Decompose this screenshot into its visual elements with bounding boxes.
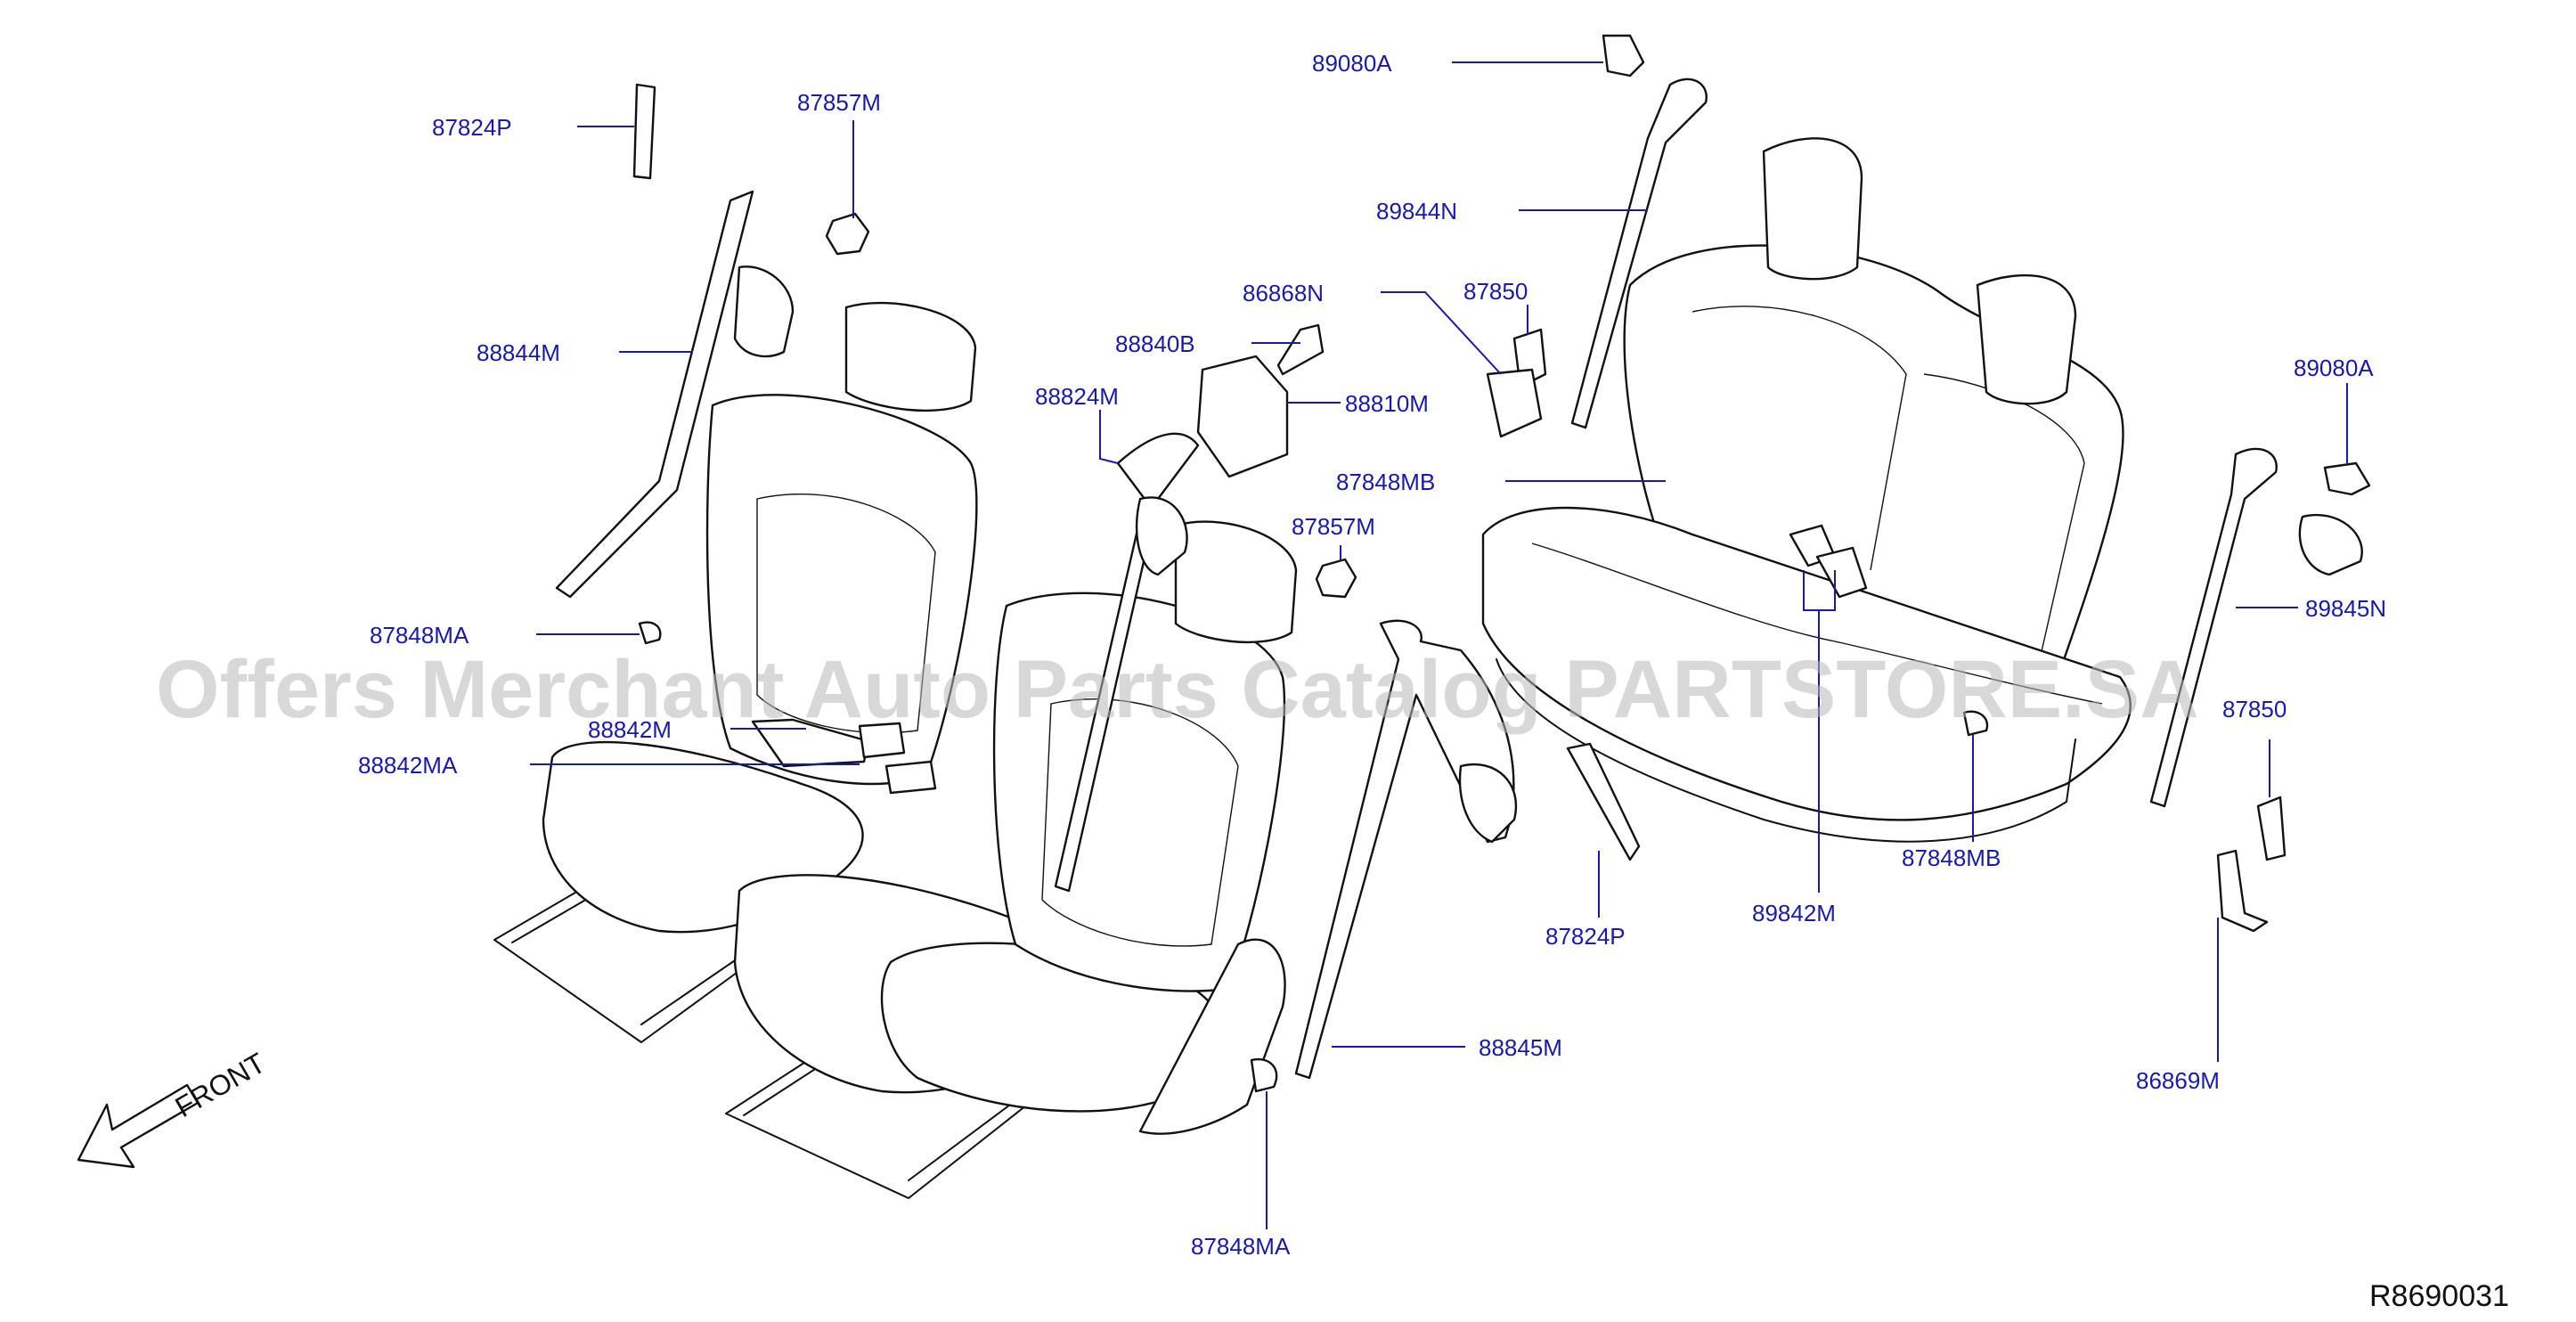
label-89844n[interactable]: 89844N: [1376, 198, 1457, 224]
label-87848mb-right[interactable]: 87848MB: [1902, 845, 2001, 871]
rear-bench-seat-illustration: [1481, 137, 2132, 843]
belt-parts-illustration: [77, 34, 2371, 1169]
label-88840b[interactable]: 88840B: [1115, 330, 1195, 357]
label-87848mb-center[interactable]: 87848MB: [1336, 469, 1435, 495]
leader-lines: [530, 61, 2348, 1229]
label-89080a-right[interactable]: 89080A: [2294, 355, 2374, 381]
watermark-text: Offers Merchant Auto Parts Catalog PARTS…: [156, 644, 2199, 735]
label-87824p-right[interactable]: 87824P: [1545, 923, 1626, 950]
label-86868n[interactable]: 86868N: [1243, 280, 1324, 306]
label-87824p-left[interactable]: 87824P: [432, 114, 512, 141]
label-87848ma-left[interactable]: 87848MA: [370, 622, 469, 649]
label-87850-center[interactable]: 87850: [1463, 278, 1528, 305]
label-89080a-top[interactable]: 89080A: [1312, 50, 1392, 77]
label-89842m[interactable]: 89842M: [1752, 900, 1836, 926]
label-87857m-center[interactable]: 87857M: [1292, 513, 1375, 540]
label-88842ma[interactable]: 88842MA: [358, 752, 458, 779]
label-87848ma-bottom[interactable]: 87848MA: [1191, 1233, 1291, 1260]
part-labels: 87824P 87857M 88844M 87848MA 88842M 8884…: [358, 50, 2386, 1260]
label-88842m[interactable]: 88842M: [588, 716, 672, 743]
label-86869m[interactable]: 86869M: [2136, 1067, 2220, 1094]
diagram-code: R8690031: [2369, 1279, 2509, 1313]
label-87857m-left[interactable]: 87857M: [797, 89, 881, 116]
label-87850-right[interactable]: 87850: [2222, 696, 2287, 722]
front-direction-label: FRONT: [170, 1047, 271, 1123]
label-88824m[interactable]: 88824M: [1035, 383, 1119, 410]
label-88845m[interactable]: 88845M: [1479, 1034, 1562, 1061]
label-88844m[interactable]: 88844M: [477, 339, 560, 366]
front-right-seat-illustration: [725, 520, 1298, 1199]
front-left-seat-illustration: [493, 301, 978, 1043]
label-89845n[interactable]: 89845N: [2305, 595, 2386, 622]
label-88810m[interactable]: 88810M: [1345, 390, 1429, 417]
